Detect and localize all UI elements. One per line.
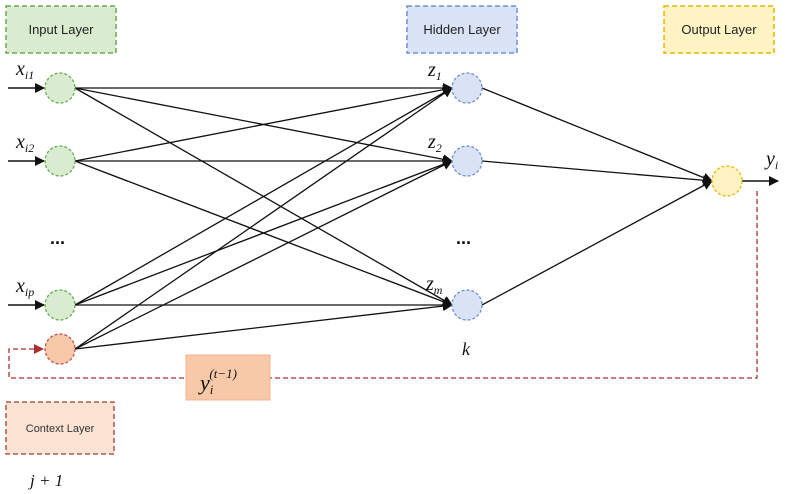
hidden-layer-label: Hidden Layer [423, 22, 501, 37]
input-layer-box: Input Layer [5, 5, 117, 54]
connection-in3-h2 [74, 159, 453, 306]
hidden-to-output-connections [481, 87, 713, 306]
input-arrows [8, 83, 45, 310]
connection-in4-h2 [74, 160, 453, 350]
input-node-1 [44, 72, 76, 104]
connection-in2-h1 [74, 84, 453, 162]
hidden-node-1 [451, 72, 483, 104]
output-layer-label: Output Layer [681, 22, 757, 37]
feedback-label-sup: (t−1) [209, 366, 237, 381]
svg-text:yi(t−1): yi(t−1) [198, 366, 237, 397]
input-label-p: xip [15, 275, 34, 299]
output-label: yi [764, 148, 778, 172]
hidden-node-2 [451, 145, 483, 177]
connection-h2-out [481, 160, 713, 186]
context-layer-box: Context Layer [5, 401, 115, 455]
hidden-label-m: zm [425, 273, 443, 297]
hidden-label-1: z1 [427, 59, 442, 83]
input-label-1: xi1 [15, 58, 34, 82]
hidden-layer-box: Hidden Layer [406, 5, 518, 54]
connection-in3-h1 [74, 87, 453, 306]
iteration-label: j + 1 [28, 471, 63, 490]
input-ellipsis: ... [50, 228, 65, 248]
feedback-loop-line [8, 191, 758, 379]
input-layer-label: Input Layer [28, 22, 94, 37]
connection-in4-h1 [74, 87, 453, 350]
input-nodes [44, 72, 76, 365]
input-node-2 [44, 145, 76, 177]
output-node [711, 165, 743, 197]
hidden-ellipsis: ... [456, 228, 471, 248]
feedback-label-base: y [198, 370, 210, 395]
output-layer-box: Output Layer [663, 5, 775, 54]
hidden-label-2: z2 [427, 131, 442, 155]
connection-h1-out [481, 87, 713, 183]
connection-h3-out [481, 180, 713, 306]
k-label: k [462, 339, 471, 359]
feedback-label-box: yi(t−1) [185, 354, 271, 401]
input-to-hidden-connections [74, 83, 453, 350]
context-node [44, 333, 76, 365]
feedback-label-sub: i [210, 382, 214, 397]
hidden-node-m [451, 289, 483, 321]
connection-in4-h3 [74, 301, 453, 350]
context-layer-label: Context Layer [26, 423, 95, 435]
hidden-nodes [451, 72, 483, 321]
input-node-p [44, 289, 76, 321]
input-label-2: xi2 [15, 131, 34, 155]
